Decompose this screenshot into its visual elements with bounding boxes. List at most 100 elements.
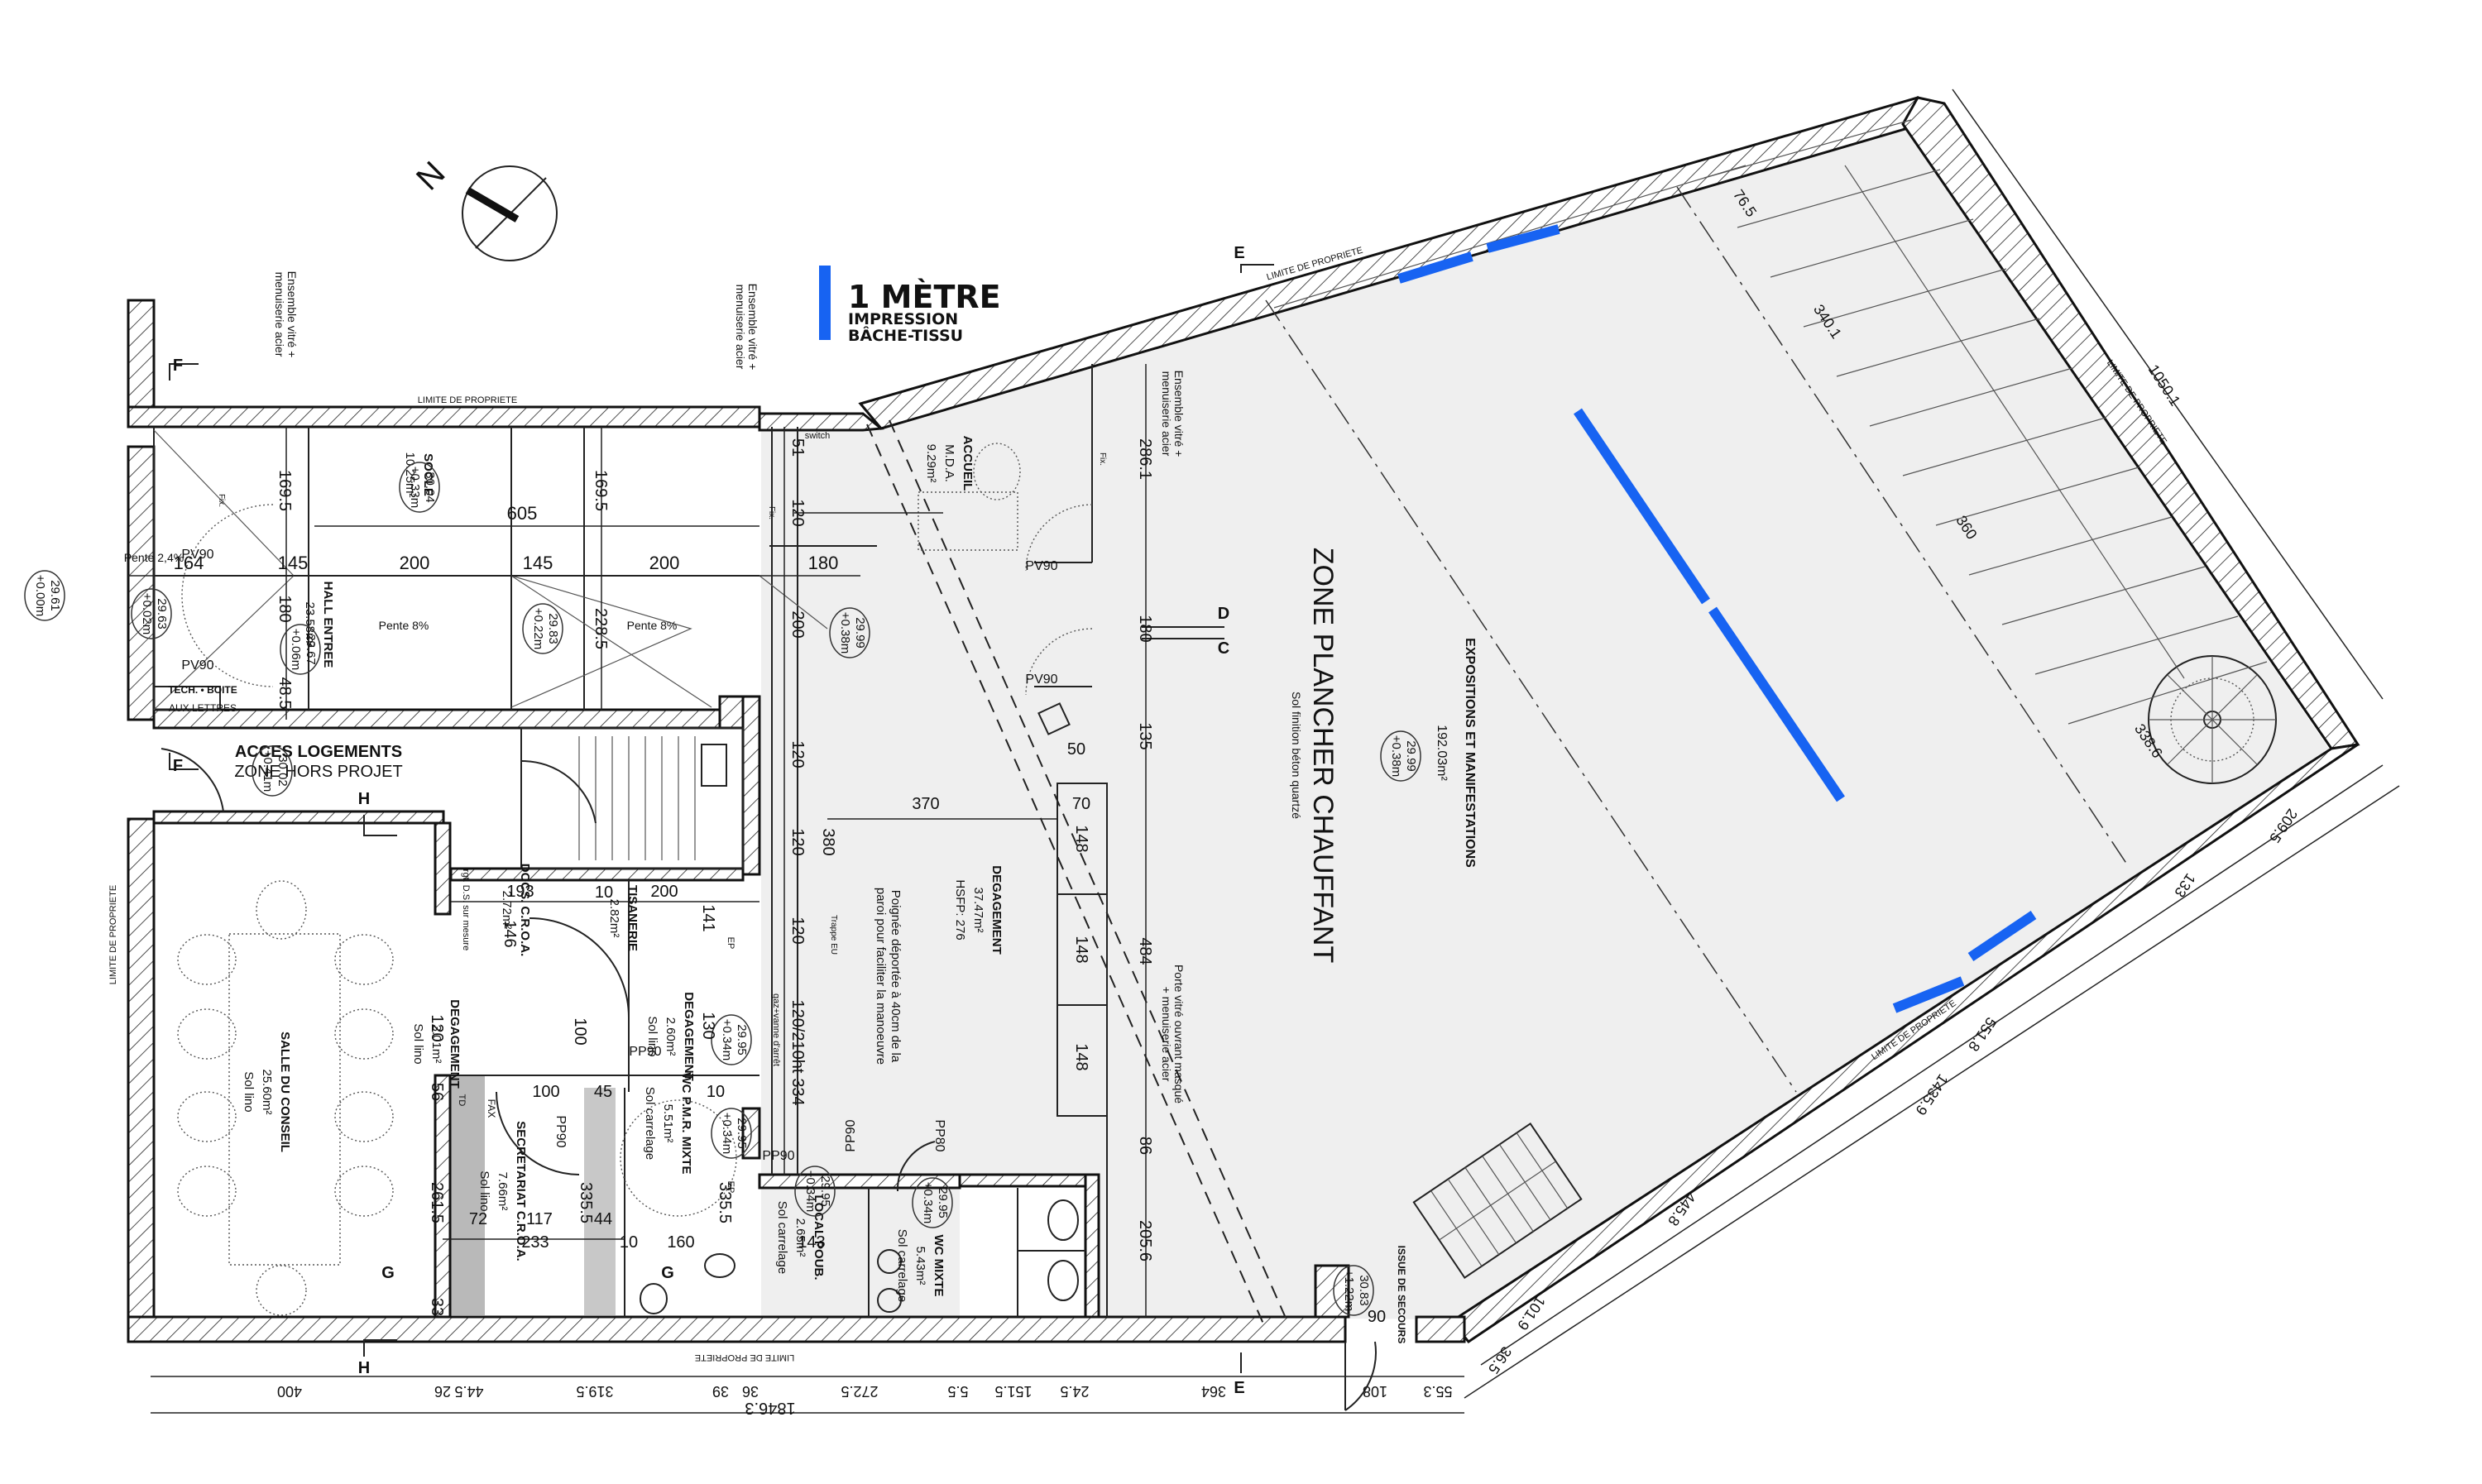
room-name: SECRETARIAT C.R.O.A. <box>514 1121 528 1261</box>
section-marker: E <box>1234 1379 1244 1397</box>
north-compass <box>462 165 558 261</box>
elevation-level: 30.83 <box>1357 1275 1371 1306</box>
dimension-value: 145 <box>523 553 553 573</box>
elevation-offset: +0.34m <box>720 1019 734 1060</box>
dimension-value: 5.5 <box>947 1383 968 1400</box>
gas-note: gaz+vanne d'arrêt <box>771 993 781 1066</box>
room-area: 2.72m² <box>500 891 514 930</box>
section-marker: F <box>173 757 183 775</box>
door-note: Porte vitré ouvrant masqué <box>1172 965 1186 1103</box>
elevation-level: 29.95 <box>936 1187 950 1218</box>
elevation-offset: +0.34m <box>921 1182 935 1223</box>
elevation-level: 29.95 <box>818 1175 832 1207</box>
dimension-value: 26 <box>434 1383 451 1400</box>
door-label: PP90 <box>844 1119 858 1151</box>
room-height: HSFP: 276 <box>953 879 967 940</box>
door-label: PV90 <box>181 658 213 673</box>
room-name: ISSUE DE SECOURS <box>1396 1246 1407 1344</box>
dimension-value: 10 <box>595 883 613 902</box>
dimension-value: 36 <box>742 1383 759 1400</box>
secretariat-shaded-area-2 <box>584 1088 616 1315</box>
room-name: TISANERIE <box>625 885 640 951</box>
elevation-offset: +0.06m <box>289 629 303 670</box>
property-limit-label: LIMITE DE PROPRIETE <box>418 395 517 405</box>
dimension-value: 146 <box>501 920 519 947</box>
elevation-offset: +0.02m <box>140 593 154 634</box>
fixed-glazing-label: Fix. <box>217 494 226 507</box>
dimension-value: 484 <box>1136 937 1154 965</box>
elevation-level: 29.99 <box>853 617 867 649</box>
dimension-value: 200 <box>649 553 680 573</box>
room-area: 23.58m² <box>303 601 317 647</box>
room-area: 2.65m² <box>793 1218 807 1257</box>
zone-title: ZONE PLANCHER CHAUFFANT <box>1307 548 1339 964</box>
elevation-offset: +0.33m <box>408 467 422 508</box>
fabric-print-marker <box>1486 224 1560 253</box>
dimension-value: 24.5 <box>1060 1383 1089 1400</box>
exhibition-floor-area <box>761 124 2329 1319</box>
dimension-value: 51 <box>788 438 807 457</box>
door-label: PP90 <box>629 1045 661 1059</box>
room-name: DEGAGEMENT <box>682 992 696 1081</box>
fabric-print-marker <box>1397 251 1473 284</box>
dimension-value: 130 <box>699 1012 717 1039</box>
dimension-value: 33 <box>428 1298 446 1316</box>
dimension-value: 1050.1 <box>2145 361 2184 409</box>
room-name: WC MIXTE <box>932 1235 946 1297</box>
slope-label: Pente 2,4% <box>124 551 184 564</box>
elevation-marker <box>1380 730 1421 782</box>
reception-desk <box>918 443 1071 735</box>
partitions <box>153 364 1108 1317</box>
dimension-value: 86 <box>1136 1137 1154 1155</box>
wc-fixtures <box>620 1099 1079 1314</box>
room-area: 25.60m² <box>260 1069 274 1114</box>
elevation-marker <box>829 607 870 658</box>
room-name: SOCLE <box>421 453 435 496</box>
dimension-value: 70 <box>1072 795 1090 813</box>
dimension-value: 100 <box>532 1083 559 1101</box>
ep-label: EP <box>726 1181 735 1194</box>
elevation-marker <box>399 462 440 513</box>
dimension-value: 100 <box>571 1017 589 1045</box>
dimension-value: 151.5 <box>994 1383 1032 1400</box>
room-name: HALL ENTREE <box>321 582 335 668</box>
switch-label: switch <box>805 431 831 441</box>
elevation-level: 29.83 <box>546 613 560 644</box>
dimension-value: 319.5 <box>576 1383 613 1400</box>
section-marker: H <box>358 790 370 808</box>
door-label: PP90 <box>762 1149 794 1163</box>
section-marker: C <box>1218 639 1229 658</box>
room-area: 5.43m² <box>913 1247 927 1285</box>
dimension-value: 180 <box>276 595 294 622</box>
conference-table <box>177 880 394 1316</box>
door-label: PV90 <box>1025 559 1057 573</box>
glazing-note: menuiserie acier <box>273 272 286 357</box>
dimension-value: 180 <box>1136 615 1154 642</box>
dimension-value: 200 <box>788 610 807 638</box>
elevation-marker <box>252 745 293 797</box>
dimension-value: 380 <box>819 828 837 855</box>
dimension-lines <box>128 89 2400 1414</box>
elevation-offset: +0.34m <box>803 1170 817 1212</box>
dimension-value: 120/210ht <box>788 1000 807 1074</box>
stair-core <box>520 727 744 869</box>
zone-floor: Sol finition béton quartzé <box>1290 692 1303 819</box>
dimension-value: 400 <box>277 1383 302 1400</box>
dimension-value: 135 <box>1136 722 1154 749</box>
section-marker: E <box>1234 244 1244 262</box>
legend-title: 1 MÈTRE <box>848 279 1001 315</box>
room-name: SALLE DU CONSEIL <box>278 1032 292 1152</box>
dimension-value: 228.5 <box>592 608 610 649</box>
elevation-offset: +0.41m <box>261 750 275 792</box>
door-label: PV90 <box>1025 673 1057 687</box>
handle-note: Poignée déportée à 40cm de la <box>889 890 903 1063</box>
room-area: 3.01m² <box>429 1025 443 1064</box>
dimension-value: 56 <box>428 1083 446 1101</box>
room-floor: Sol carrelage <box>643 1087 657 1160</box>
dimension-value: 90 <box>1368 1308 1386 1326</box>
dimension-value: 334 <box>788 1078 807 1105</box>
glazing-note: menuiserie acier <box>734 285 747 370</box>
elevation-marker <box>912 1177 953 1228</box>
dimension-value: 148 <box>1072 825 1090 852</box>
interior-walls <box>152 695 1350 1319</box>
